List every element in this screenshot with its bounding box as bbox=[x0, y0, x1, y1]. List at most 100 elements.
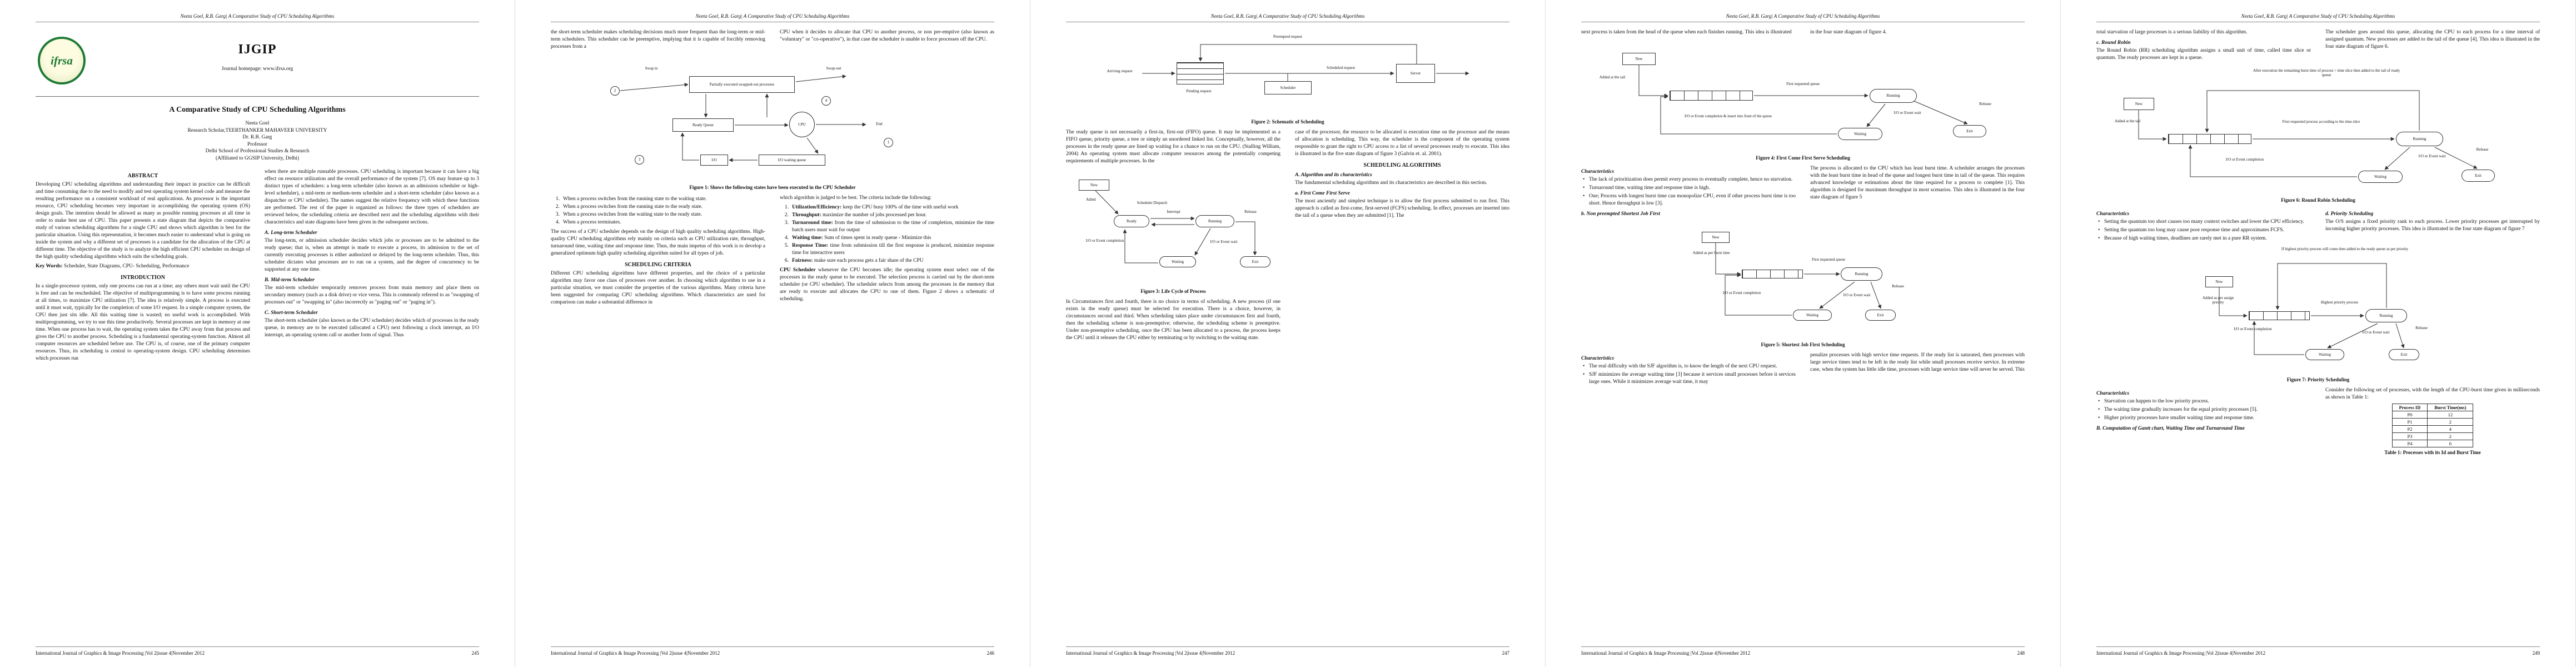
io-completion-label: I/O or Event completion bbox=[2234, 327, 2272, 331]
left-column: the short-term scheduler makes schedulin… bbox=[551, 29, 765, 53]
state-exit: Exit bbox=[1865, 310, 1896, 321]
rr-loop-label: After execution the remaining burst time… bbox=[2253, 68, 2400, 78]
io-completion-label: I/O or Event completion bbox=[1085, 238, 1124, 243]
body-text: The Round Robin (RR) scheduling algorith… bbox=[2096, 48, 2311, 61]
criteria-term: Waiting time: bbox=[792, 235, 823, 241]
characteristic-item: The lack of prioritization does permit e… bbox=[1581, 176, 1796, 183]
figure-6-arrows bbox=[2138, 90, 2478, 177]
journal-homepage: Journal homepage: www.ifrsa.org bbox=[221, 66, 293, 72]
characteristic-item: Because of high waiting times, deadlines… bbox=[2096, 235, 2311, 242]
running-head: Neeta Goel, R.B. Garg| A Comparative Stu… bbox=[551, 0, 994, 22]
io-wait-label: I/O or Event wait bbox=[1210, 240, 1238, 244]
criteria-rest: time from submission till the first resp… bbox=[792, 243, 995, 256]
state-waiting: Waiting bbox=[1793, 310, 1832, 321]
body-text: Consider the following set of processes,… bbox=[2325, 387, 2540, 400]
figure-2-arrows bbox=[1142, 44, 1469, 81]
scheduling-criteria-heading: SCHEDULING CRITERIA bbox=[625, 262, 691, 268]
computation-heading: B. Computation of Gantt chart, Waiting T… bbox=[2096, 426, 2245, 431]
table-cell: P0 bbox=[2391, 411, 2428, 419]
table-cell: P4 bbox=[2391, 440, 2428, 447]
table-cell: P1 bbox=[2391, 418, 2428, 426]
swap-out-label: Swap-out bbox=[826, 66, 841, 71]
mid-term-scheduler-text: The mid-term scheduler temporarily remov… bbox=[265, 285, 479, 305]
long-term-scheduler-text: The long-term, or admission scheduler de… bbox=[265, 238, 479, 272]
criteria-rest: maximize the number of jobs processed pe… bbox=[823, 212, 927, 218]
list-item: 2.When a process switches from the runni… bbox=[551, 203, 765, 211]
state-ready: Ready bbox=[1114, 215, 1149, 227]
scheduler-dispatch-label: Scheduler Dispatch bbox=[1137, 201, 1168, 205]
characteristics-heading: Characteristics bbox=[1581, 356, 1615, 361]
table-1-caption: Table 1: Processes with its Id and Burst… bbox=[2384, 450, 2481, 455]
long-term-scheduler-heading: A. Long-term Scheduler bbox=[265, 230, 317, 236]
item-number: 3. bbox=[555, 212, 560, 217]
item-text: When a process switches from the running… bbox=[563, 204, 703, 210]
criteria-term: Turnaround time: bbox=[792, 220, 833, 226]
table-header-cell: Burst Time(ms) bbox=[2427, 404, 2474, 411]
introduction-heading: INTRODUCTION bbox=[120, 275, 165, 281]
characteristic-item: Starvation can happen to the low priorit… bbox=[2096, 398, 2311, 405]
left-column: 1.When a process switches from the runni… bbox=[551, 195, 765, 308]
body-text: The ready queue is not necessarily a fir… bbox=[1066, 130, 1280, 164]
criteria-rest: Sum of times spent in ready queue - Mini… bbox=[824, 235, 931, 241]
author-name: Dr. R.B. Garg bbox=[242, 135, 272, 140]
page-245: Neeta Goel, R.B. Garg| A Comparative Stu… bbox=[0, 0, 515, 667]
release-label: Release bbox=[2476, 147, 2489, 152]
criteria-list: 1.Utilization/Efficiency: keep the CPU b… bbox=[780, 204, 994, 265]
two-column-layout: 1.When a process switches from the runni… bbox=[551, 195, 994, 308]
paper-title: A Comparative Study of CPU Scheduling Al… bbox=[169, 106, 346, 114]
swap-in-label: Swap in bbox=[645, 66, 658, 71]
footer-page-number: 245 bbox=[471, 650, 480, 656]
item-number: 1. bbox=[555, 196, 560, 202]
right-column: when there are multiple runnable process… bbox=[265, 168, 479, 365]
fcfs-heading: a. First Come First Serve bbox=[1295, 191, 1350, 196]
io-wait-label: I/O or Event wait bbox=[1843, 293, 1871, 297]
figure-2-caption: Figure 2: Schematic of Scheduling bbox=[1251, 119, 1324, 125]
item-text: Turnaround time: from the time of submis… bbox=[792, 220, 994, 234]
pending-request-label: Pending request bbox=[1186, 89, 1212, 93]
state-running: Running bbox=[1870, 89, 1917, 103]
item-text: Fairness: make sure each process gets a … bbox=[792, 257, 994, 265]
figure-3-life-cycle: New Admit Scheduler Dispatch Interrupt R… bbox=[1070, 168, 1276, 286]
right-column: case of the processor, the resource to b… bbox=[1295, 129, 1509, 344]
left-column: next process is taken from the head of t… bbox=[1581, 29, 1796, 38]
journal-abbreviation: IJGIP bbox=[238, 42, 277, 57]
state-running: Running bbox=[2396, 132, 2443, 146]
figure-4-fcfs-scheduling: New Added at the tail First requested qu… bbox=[1592, 42, 2014, 153]
running-head: Neeta Goel, R.B. Garg| A Comparative Stu… bbox=[1581, 0, 2025, 22]
right-column: CPU when it decides to allocate that CPU… bbox=[780, 29, 994, 53]
item-number: 4. bbox=[555, 220, 560, 225]
footer-journal: International Journal of Graphics & Imag… bbox=[551, 650, 720, 656]
release-label: Release bbox=[1979, 102, 1991, 106]
table-header-row: Process ID Burst Time(ms) bbox=[2391, 404, 2474, 411]
ready-queue bbox=[1742, 270, 1803, 278]
table-row: P3 2 bbox=[2391, 432, 2474, 440]
footer-journal: International Journal of Graphics & Imag… bbox=[2096, 650, 2266, 656]
criteria-rest: make sure each process gets a fair share… bbox=[814, 258, 924, 263]
added-priority-label: Added as per assign priority bbox=[2202, 296, 2234, 305]
ready-queue bbox=[1670, 91, 1753, 101]
table-cell: P3 bbox=[2391, 432, 2428, 440]
keywords: Key Words: Scheduler, State Diagrams, CP… bbox=[36, 263, 250, 270]
figure-5-sjf-scheduling: New Added as per burst time First reques… bbox=[1692, 222, 1914, 340]
keywords-label: Key Words: bbox=[36, 263, 63, 269]
left-column: Characteristics The lack of prioritizati… bbox=[1581, 165, 1796, 218]
figure-5-arrows bbox=[1715, 243, 1882, 316]
short-term-scheduler-heading: C. Short-term Scheduler bbox=[265, 310, 318, 316]
scheduler-box: Scheduler bbox=[1264, 81, 1312, 94]
characteristics-heading: Characteristics bbox=[1581, 169, 1615, 175]
release-label: Release bbox=[1892, 284, 1904, 288]
figure-5-caption: Figure 5: Shortest Job First Scheduling bbox=[1761, 342, 1845, 347]
state-exit: Exit bbox=[1953, 125, 1986, 137]
author-affiliation: Delhi School of Professional Studies & R… bbox=[205, 148, 310, 154]
two-column-layout: ABSTRACT Developing CPU scheduling algor… bbox=[36, 168, 479, 365]
characteristic-item: The waiting time gradually increases for… bbox=[2096, 406, 2311, 414]
priority-scheduling-heading: d. Priority Scheduling bbox=[2325, 211, 2374, 217]
author-affiliation: Research Scholar,TEERTHANKER MAHAVEER UN… bbox=[187, 127, 327, 133]
state-waiting: Waiting bbox=[2358, 171, 2403, 183]
left-column: Characteristics Starvation can happen to… bbox=[2096, 387, 2311, 455]
abstract-heading: ABSTRACT bbox=[127, 173, 158, 179]
added-at-tail-label: Added at the tail bbox=[2114, 119, 2141, 123]
criteria-term: Utilization/Efficiency: bbox=[792, 205, 842, 210]
two-column-layout: The ready queue is not necessarily a fir… bbox=[1066, 129, 1509, 344]
server-box: Server bbox=[1396, 64, 1435, 83]
